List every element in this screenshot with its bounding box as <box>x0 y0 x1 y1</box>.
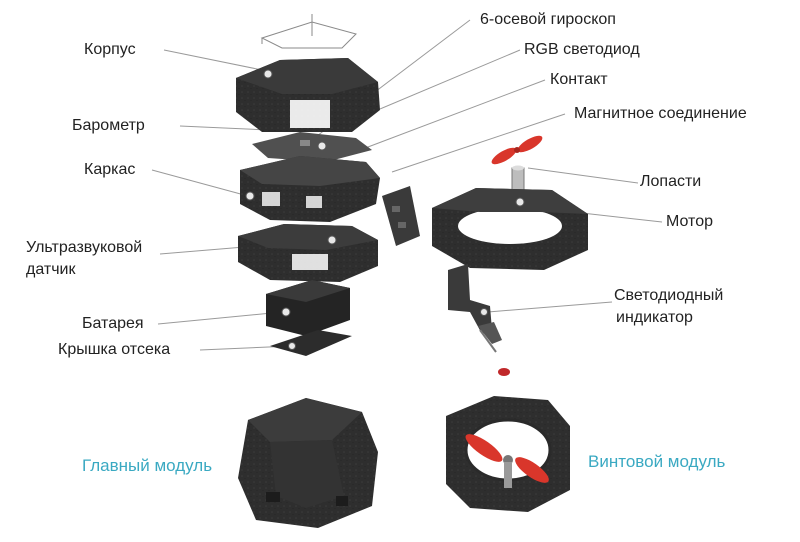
red-led <box>498 368 510 376</box>
frame-part <box>240 156 380 222</box>
label-lopasti: Лопасти <box>640 173 702 190</box>
top-frame <box>260 14 357 49</box>
caption-propeller-module: Винтовой модуль <box>588 452 726 471</box>
propeller-module-image <box>446 396 570 512</box>
label-batareya: Батарея <box>82 315 144 332</box>
corpus-part <box>236 58 380 132</box>
lid-part <box>270 330 352 356</box>
caption-main-module: Главный модуль <box>82 456 213 475</box>
magnetic-plate <box>382 186 420 246</box>
label-karkas: Каркас <box>84 161 136 178</box>
label-indikator-2: индикатор <box>616 309 693 326</box>
label-ultrasonic-1: Ультразвуковой <box>26 239 143 256</box>
label-motor: Мотор <box>666 213 713 230</box>
label-korpus: Корпус <box>84 41 136 58</box>
label-giroskop: 6-осевой гироскоп <box>480 11 616 28</box>
leader-lines <box>151 19 663 351</box>
label-kontakt: Контакт <box>550 71 608 88</box>
ultrasonic-part <box>238 224 378 282</box>
motor-housing-part <box>432 188 588 270</box>
label-ultrasonic-2: датчик <box>26 261 76 278</box>
propeller-blades-part <box>491 135 543 165</box>
label-barometr: Барометр <box>72 117 145 134</box>
barometer-part <box>252 132 372 162</box>
led-arm-part <box>448 264 502 353</box>
main-module-image <box>238 398 378 528</box>
label-magnit: Магнитное соединение <box>574 105 747 122</box>
label-kryshka: Крышка отсека <box>58 341 171 358</box>
battery-part <box>266 280 350 336</box>
label-indikator-1: Светодиодный <box>614 287 724 304</box>
label-rgb: RGB светодиод <box>524 41 640 58</box>
